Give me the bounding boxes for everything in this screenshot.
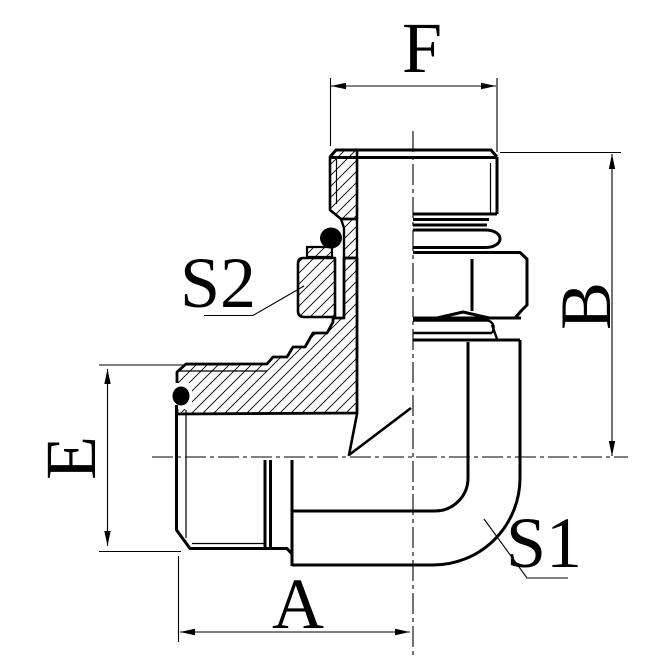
dimensions bbox=[99, 78, 621, 642]
dim-label-f: F bbox=[402, 8, 442, 88]
stud-wall-section bbox=[328, 148, 359, 221]
locknut-s2-section bbox=[296, 256, 337, 319]
dimension-lines bbox=[106, 85, 613, 633]
centerlines bbox=[152, 131, 628, 659]
leader-line-s1 bbox=[483, 518, 568, 579]
arrow-f-right bbox=[481, 82, 496, 90]
elbow-body bbox=[290, 338, 522, 567]
arrow-f-left bbox=[331, 82, 346, 90]
body-block-section bbox=[175, 256, 359, 416]
arrow-b-top bbox=[608, 154, 616, 169]
stud-wall-lower-section bbox=[339, 217, 359, 260]
arrow-b-bottom bbox=[608, 441, 616, 456]
dimension-labels: F B E A S1 S2 bbox=[31, 8, 626, 644]
washer-section bbox=[305, 245, 334, 259]
arrow-e-bottom bbox=[104, 531, 111, 546]
stud-o-ring bbox=[320, 227, 342, 249]
hex-outline bbox=[413, 251, 529, 320]
arrow-a-left bbox=[180, 628, 195, 636]
bore-transition-lines bbox=[347, 406, 412, 457]
extension-lines bbox=[99, 78, 621, 642]
elbow-outer-arc bbox=[292, 340, 522, 567]
hex-washer bbox=[413, 319, 499, 340]
port-o-ring bbox=[172, 386, 190, 406]
left-port bbox=[175, 370, 294, 556]
elbow-inner-arc bbox=[292, 342, 470, 513]
port-thread-root-lines bbox=[179, 370, 267, 545]
leader-line-s2 bbox=[204, 285, 305, 317]
stud-thread-root-lines bbox=[335, 158, 492, 213]
dim-label-s2: S2 bbox=[180, 243, 256, 323]
arrow-a-right bbox=[395, 628, 410, 636]
dim-label-b: B bbox=[546, 282, 626, 330]
dimension-arrowheads bbox=[104, 82, 616, 636]
hex-locknut bbox=[413, 251, 529, 340]
stud-seal-bulge bbox=[413, 223, 502, 249]
port-outline bbox=[175, 405, 294, 556]
arrow-e-top bbox=[104, 369, 111, 384]
o-ring-seals bbox=[170, 227, 342, 409]
dim-label-a: A bbox=[272, 564, 324, 644]
dim-label-s1: S1 bbox=[506, 503, 582, 583]
dim-label-e: E bbox=[31, 436, 111, 480]
